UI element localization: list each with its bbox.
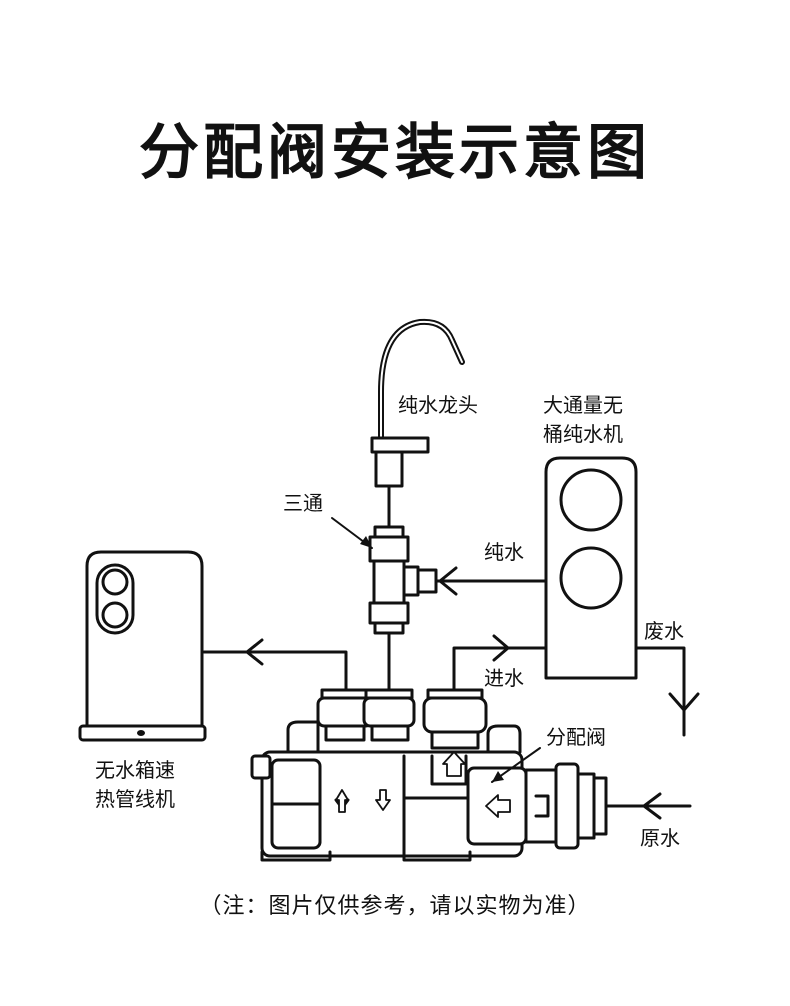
heater-label-line2: 热管线机: [95, 787, 175, 811]
purifier-drawing: [544, 456, 638, 680]
tankless-heater-drawing: [78, 550, 207, 742]
disclaimer-note: （注：图片仅供参考，请以实物为准）: [199, 894, 591, 919]
tee-label: 三通: [283, 491, 323, 515]
tee-fitting-drawing: [368, 525, 438, 692]
faucet-drawing: [370, 318, 465, 532]
page-title: 分配阀安装示意图: [139, 118, 651, 188]
inlet-water-label: 进水: [484, 666, 524, 690]
raw-water-label: 原水: [640, 826, 680, 850]
diverter-valve-label: 分配阀: [546, 725, 606, 749]
purifier-label-line1: 大通量无: [543, 393, 623, 417]
purifier-label-line2: 桶纯水机: [543, 422, 623, 446]
diverter-valve-drawing: [250, 688, 692, 862]
pure-water-label: 纯水: [484, 540, 524, 564]
faucet-label: 纯水龙头: [398, 393, 478, 417]
heater-label-line1: 无水箱速: [95, 758, 175, 782]
waste-water-label: 废水: [644, 619, 684, 643]
